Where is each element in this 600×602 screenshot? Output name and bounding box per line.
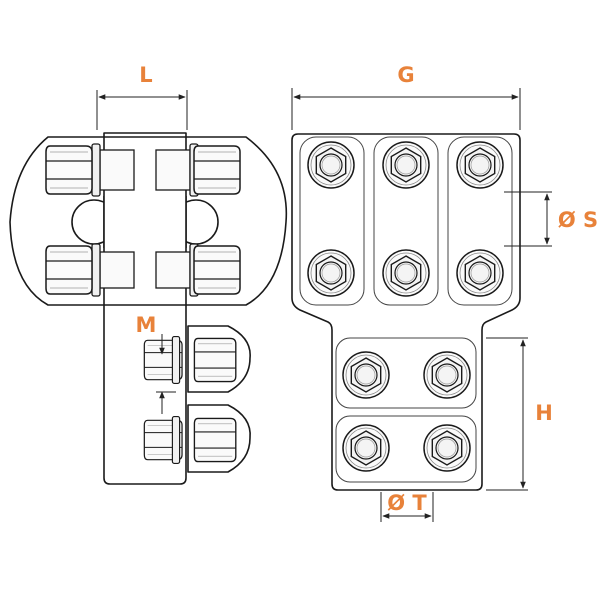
hex-bolt-icon bbox=[382, 141, 430, 189]
hex-bolt-icon bbox=[342, 351, 390, 399]
label-H: H bbox=[535, 401, 553, 425]
side-upper-clamp bbox=[9, 136, 288, 306]
hex-bolt-icon bbox=[342, 424, 390, 472]
dimension-G: G bbox=[291, 63, 521, 130]
label-G: G bbox=[397, 63, 414, 87]
front-lower-pad-1 bbox=[335, 337, 477, 409]
side-bolt-lower-clamp-2 bbox=[143, 416, 237, 464]
hex-bolt-icon bbox=[423, 351, 471, 399]
dimension-S: Ø S bbox=[504, 191, 598, 247]
side-bolt-upper-right bbox=[155, 143, 241, 197]
front-upper-pad-3 bbox=[447, 136, 513, 306]
label-S: Ø S bbox=[558, 208, 598, 232]
dimension-L: L bbox=[96, 63, 188, 130]
hex-bolt-icon bbox=[307, 141, 355, 189]
side-bolt-lower-left bbox=[45, 243, 135, 297]
dimension-M: M bbox=[136, 313, 176, 414]
front-upper-pad-2 bbox=[373, 136, 439, 306]
label-T: Ø T bbox=[387, 491, 427, 515]
label-M: M bbox=[136, 313, 157, 337]
dimension-H: H bbox=[486, 337, 553, 491]
side-bolt-lower-clamp-1 bbox=[143, 336, 237, 384]
hex-bolt-icon bbox=[423, 424, 471, 472]
hex-bolt-icon bbox=[456, 249, 504, 297]
label-L: L bbox=[139, 63, 152, 87]
front-lower-pad-2 bbox=[335, 415, 477, 483]
side-bolt-upper-left bbox=[45, 143, 135, 197]
side-plate bbox=[103, 132, 187, 485]
front-upper-pad-1 bbox=[299, 136, 365, 306]
side-bolt-lower-right bbox=[155, 243, 241, 297]
hex-bolt-icon bbox=[456, 141, 504, 189]
front-plate-outline bbox=[291, 133, 521, 491]
side-lower-clamp-1 bbox=[187, 325, 251, 393]
dimension-T: Ø T bbox=[380, 491, 434, 522]
hex-bolt-icon bbox=[382, 249, 430, 297]
side-lower-clamp-2 bbox=[187, 404, 251, 473]
hex-bolt-icon bbox=[307, 249, 355, 297]
front-view: G Ø S H Ø T bbox=[291, 63, 598, 522]
side-view: L M bbox=[9, 63, 288, 485]
